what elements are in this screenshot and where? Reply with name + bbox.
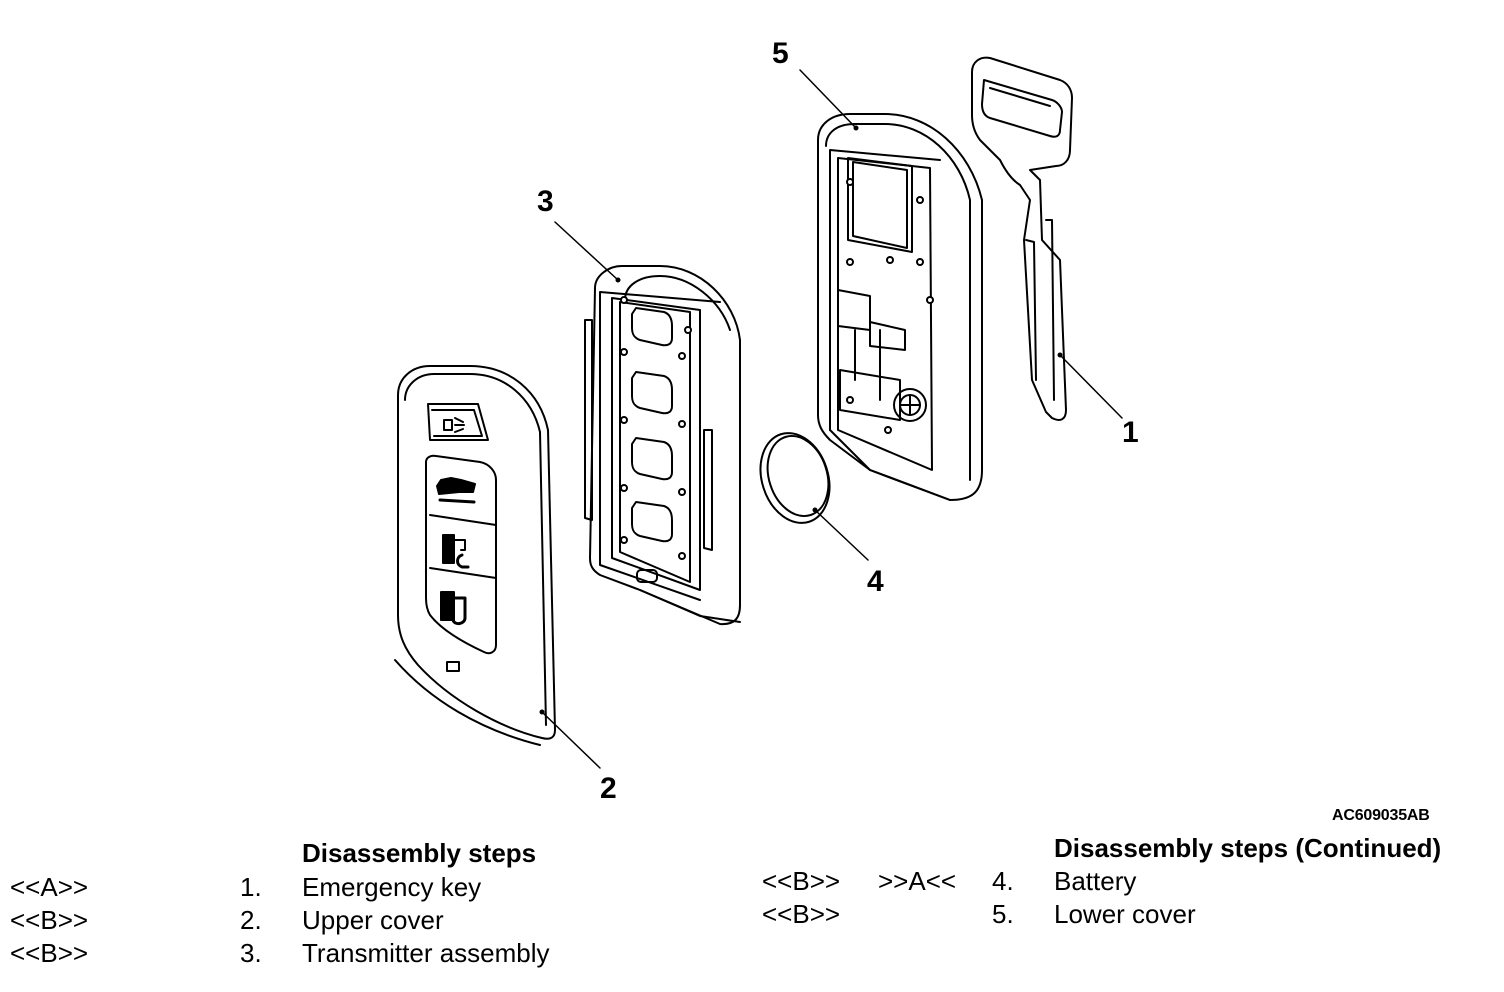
exploded-view-illustration: [394, 56, 1123, 769]
transmitter-assembly-part: [584, 265, 741, 626]
step-code: <<A>>: [10, 872, 89, 902]
step-number: 2.: [240, 905, 262, 935]
step-number: 5.: [992, 899, 1014, 929]
callout-5: 5: [772, 37, 789, 70]
figure-id: AC609035AB: [1332, 807, 1430, 824]
step-code-secondary: >>A<<: [878, 866, 957, 896]
callout-2: 2: [600, 772, 617, 805]
step-code: <<B>>: [762, 866, 841, 896]
step-label: Emergency key: [302, 872, 482, 902]
step-number: 1.: [240, 872, 262, 902]
step-number: 4.: [992, 866, 1014, 896]
step-code: <<B>>: [762, 899, 841, 929]
step-label: Battery: [1054, 866, 1137, 896]
leader-lines: [541, 69, 1123, 769]
right-steps-title: Disassembly steps (Continued): [1054, 833, 1442, 863]
emergency-key-part: [971, 56, 1073, 421]
step-code: <<B>>: [10, 905, 89, 935]
step-label: Lower cover: [1054, 899, 1196, 929]
upper-cover-part: [394, 365, 556, 746]
step-label: Upper cover: [302, 905, 444, 935]
callout-3: 3: [537, 185, 554, 218]
callout-1: 1: [1122, 416, 1139, 449]
step-code: <<B>>: [10, 938, 89, 968]
step-number: 3.: [240, 938, 262, 968]
battery-part: [759, 432, 831, 524]
lower-cover-part: [817, 113, 983, 501]
step-label: Transmitter assembly: [302, 938, 550, 968]
left-steps-title: Disassembly steps: [302, 838, 537, 868]
callout-4: 4: [867, 565, 884, 598]
